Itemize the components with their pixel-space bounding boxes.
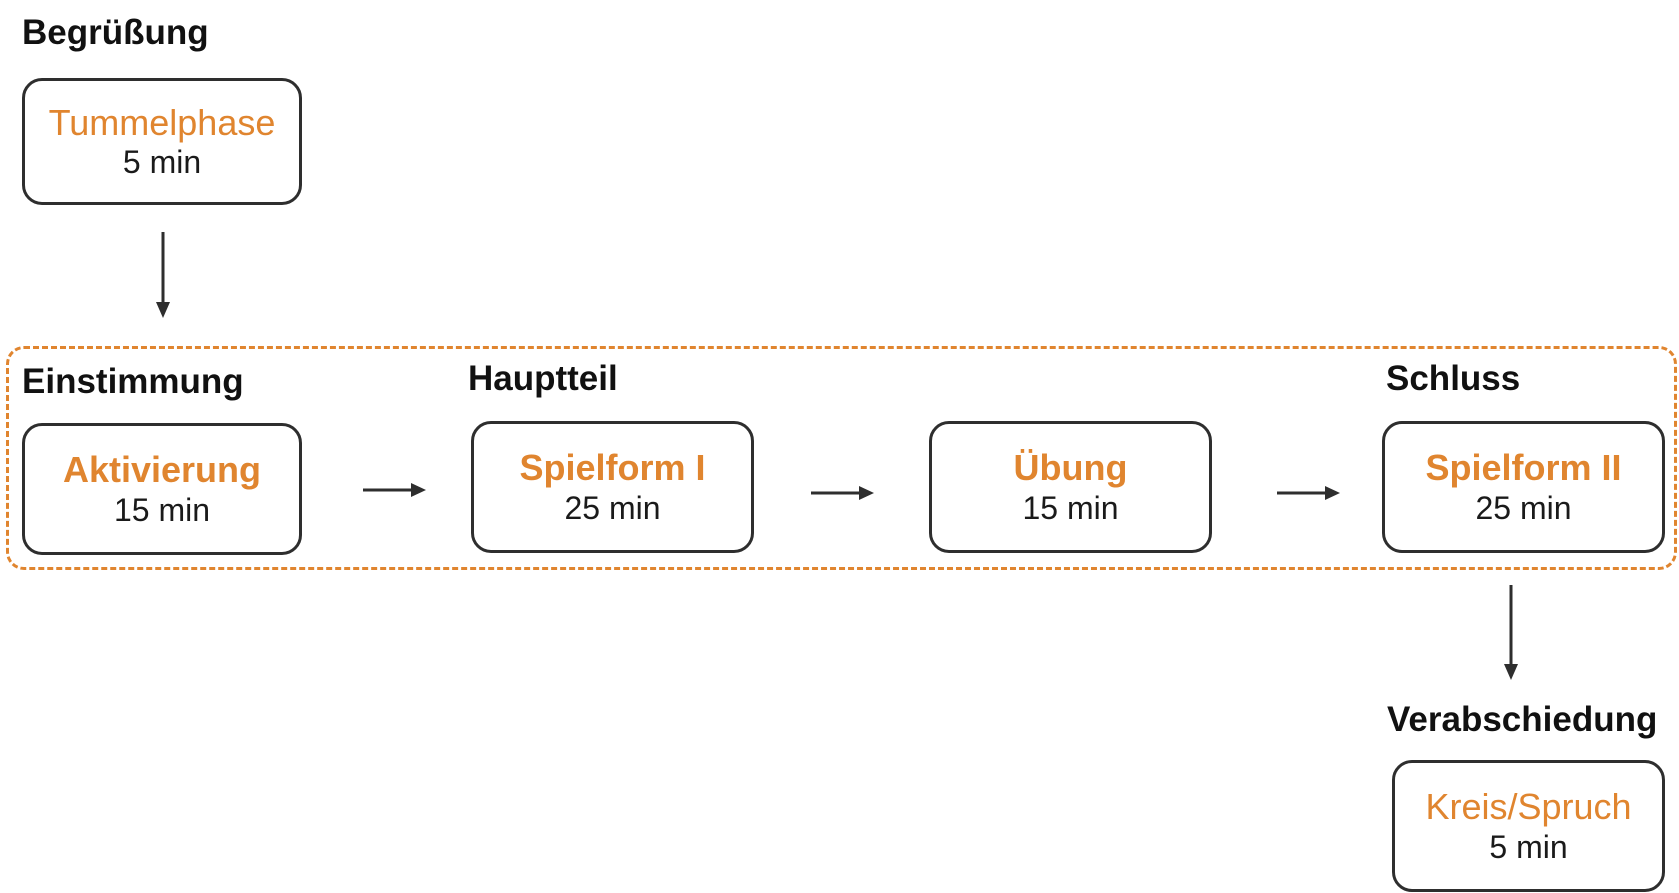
step-title: Übung: [1013, 447, 1128, 489]
step-duration: 5 min: [1489, 828, 1568, 865]
section-label-main: Hauptteil: [468, 359, 618, 398]
step-title: Aktivierung: [62, 449, 262, 491]
step-box-kreis-spruch: Kreis/Spruch 5 min: [1392, 760, 1665, 892]
step-title: Spielform II: [1425, 447, 1622, 489]
section-label-warmup: Einstimmung: [22, 362, 244, 401]
arrowhead-down-icon: [1504, 664, 1518, 680]
step-box-tummelphase: Tummelphase 5 min: [22, 78, 302, 205]
step-title: Tummelphase: [48, 101, 276, 143]
step-title: Spielform I: [519, 447, 706, 489]
section-label-welcome: Begrüßung: [22, 13, 209, 52]
arrowhead-right-icon: [859, 486, 874, 500]
core-phase-group-frame: [6, 346, 1677, 570]
step-box-aktivierung: Aktivierung 15 min: [22, 423, 302, 555]
step-box-uebung: Übung 15 min: [929, 421, 1212, 553]
step-box-spielform-2: Spielform II 25 min: [1382, 421, 1665, 553]
step-duration: 15 min: [1022, 489, 1119, 526]
step-box-spielform-1: Spielform I 25 min: [471, 421, 754, 553]
step-duration: 25 min: [1475, 489, 1572, 526]
arrowhead-down-icon: [156, 302, 170, 318]
arrowhead-right-icon: [1325, 486, 1340, 500]
section-label-closing: Schluss: [1386, 359, 1521, 398]
step-duration: 25 min: [564, 489, 661, 526]
step-title: Kreis/Spruch: [1425, 786, 1632, 828]
step-duration: 15 min: [113, 491, 211, 528]
section-label-farewell: Verabschiedung: [1387, 700, 1658, 739]
step-duration: 5 min: [122, 144, 202, 180]
arrowhead-right-icon: [411, 483, 426, 497]
